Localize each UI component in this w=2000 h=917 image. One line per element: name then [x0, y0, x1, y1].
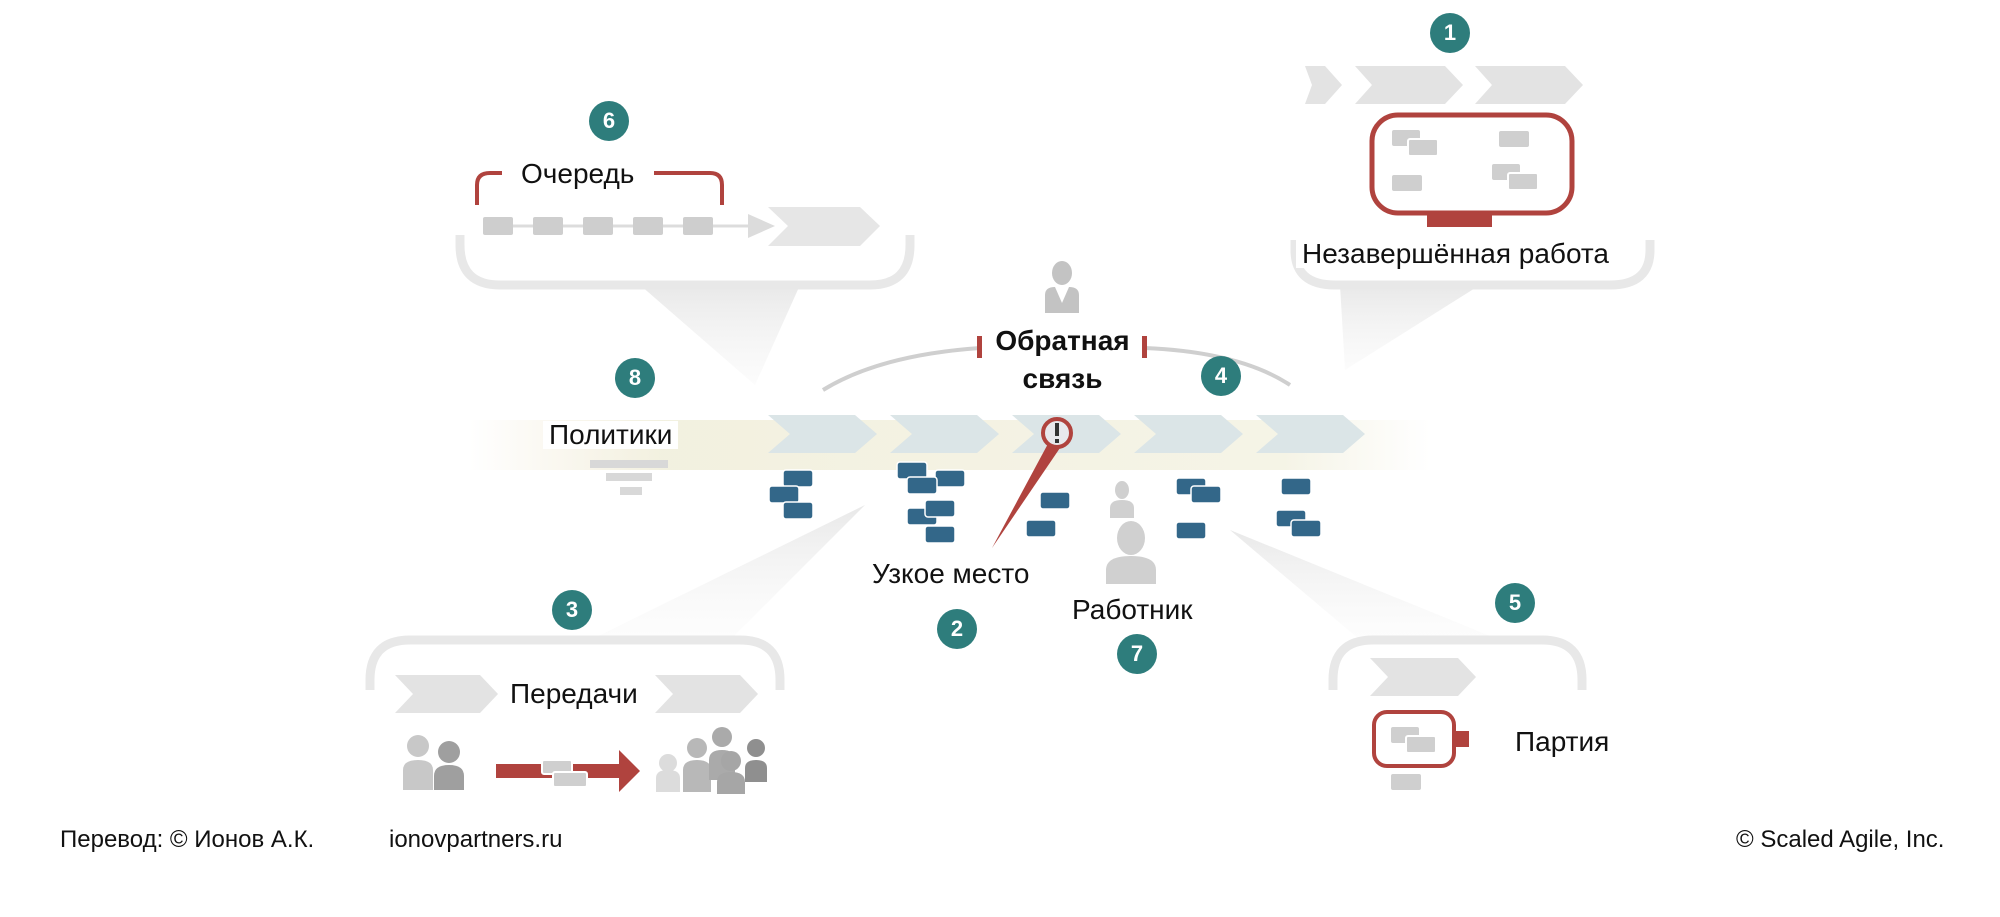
feedback-person-icon — [1045, 261, 1079, 313]
label-feedback: Обратная связь — [980, 322, 1145, 398]
wip-board-icon — [1369, 112, 1575, 227]
cone-handoffs — [590, 505, 865, 640]
label-worker: Работник — [1072, 594, 1193, 625]
footer-website[interactable]: ionovpartners.ru — [389, 826, 563, 853]
label-batch: Партия — [1515, 726, 1610, 757]
batch-icon — [1372, 710, 1469, 790]
tray-handoffs — [365, 635, 785, 690]
team-right-icon — [656, 727, 767, 794]
badge-8: 8 — [615, 358, 655, 398]
handoff-chevrons — [395, 675, 758, 713]
footer-copyright: © Scaled Agile, Inc. — [1736, 826, 1945, 853]
label-queue: Очередь — [521, 158, 635, 189]
badge-5: 5 — [1495, 583, 1535, 623]
label-bottleneck: Узкое место — [872, 558, 1030, 589]
badge-6: 6 — [589, 101, 629, 141]
badge-2: 2 — [937, 609, 977, 649]
label-feedback-line1: Обратная — [995, 325, 1130, 356]
cone-queue — [640, 285, 800, 385]
label-policies: Политики — [543, 421, 679, 449]
label-wip: Незавершённая работа — [1296, 240, 1615, 268]
badge-4: 4 — [1201, 356, 1241, 396]
team-left-icon — [403, 735, 464, 790]
work-items — [768, 461, 1322, 544]
label-feedback-line2: связь — [1022, 363, 1103, 394]
wip-chevrons — [1305, 66, 1583, 104]
batch-chevron — [1370, 658, 1476, 696]
bottleneck-pin-icon — [992, 417, 1073, 548]
tray-queue — [455, 235, 915, 290]
badge-7: 7 — [1117, 634, 1157, 674]
cone-batch — [1230, 530, 1500, 640]
handoff-arrow-icon — [496, 750, 640, 792]
policies-funnel-icon — [590, 460, 668, 495]
badge-1: 1 — [1430, 13, 1470, 53]
badge-3: 3 — [552, 590, 592, 630]
worker-person-icon — [1106, 481, 1156, 584]
queue-icon — [475, 171, 880, 246]
cone-wip — [1340, 285, 1480, 370]
tray-batch — [1328, 635, 1587, 690]
flow-chevrons — [768, 415, 1365, 453]
footer-translation: Перевод: © Ионов А.К. — [60, 826, 315, 853]
label-handoffs: Передачи — [510, 678, 638, 709]
